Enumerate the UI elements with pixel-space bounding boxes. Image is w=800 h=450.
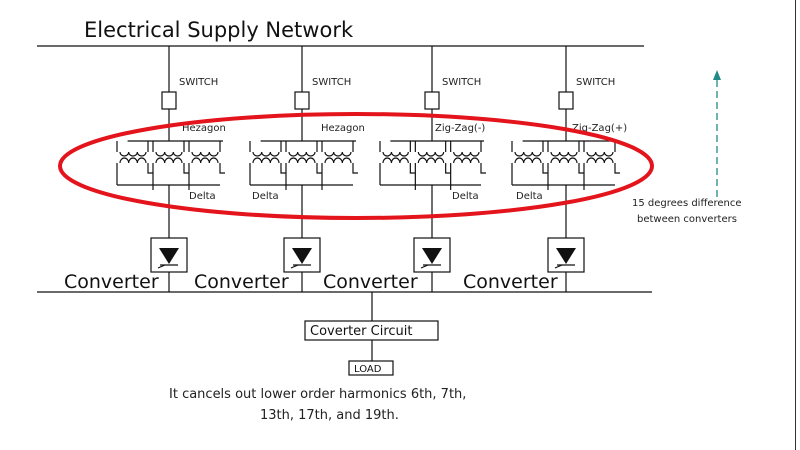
thyristor-gate [157, 264, 166, 269]
thyristor-gate [290, 264, 299, 269]
primary-coil [152, 141, 185, 157]
thyristor-gate [420, 264, 429, 269]
secondary-coil [188, 157, 225, 185]
secondary-winding-label: Delta [252, 191, 279, 202]
secondary-coil [414, 157, 451, 185]
caption-line-2: 13th, 17th, and 19th. [260, 408, 399, 423]
secondary-coil [285, 157, 322, 185]
secondary-winding-label: Delta [452, 191, 479, 202]
primary-coil [285, 141, 318, 157]
primary-coil [414, 141, 447, 157]
converter-label: Converter [64, 271, 159, 293]
secondary-coil [379, 157, 416, 185]
switch-box [294, 91, 310, 110]
switch-label: SWITCH [312, 77, 351, 88]
secondary-coil [116, 157, 153, 185]
primary-coil [188, 141, 221, 157]
converter-label: Converter [323, 271, 418, 293]
converter-circuit-label: Coverter Circuit [310, 324, 412, 339]
thyristor-icon [159, 248, 179, 264]
highlight-ellipse [58, 112, 654, 220]
primary-coil [379, 141, 411, 157]
converter-label: Converter [194, 271, 289, 293]
phase-note-line-2: between converters [637, 214, 737, 225]
thyristor-icon [292, 248, 312, 264]
secondary-coil [321, 157, 358, 185]
primary-winding-label: Zig-Zag(+) [572, 123, 627, 134]
thyristor-icon [556, 248, 576, 264]
thyristor-icon [422, 248, 442, 264]
primary-winding-label: Hezagon [321, 123, 365, 134]
secondary-coil [152, 157, 189, 185]
secondary-coil [511, 157, 548, 185]
load-label: LOAD [354, 364, 382, 375]
switch-label: SWITCH [179, 77, 218, 88]
switch-label: SWITCH [576, 77, 615, 88]
switch-box [161, 91, 177, 110]
secondary-winding-label: Delta [189, 191, 216, 202]
switch-box [558, 91, 574, 110]
secondary-winding-label: Delta [516, 191, 543, 202]
secondary-coil [249, 157, 286, 185]
primary-coil [321, 141, 354, 157]
load-box [348, 360, 394, 376]
secondary-coil [547, 157, 584, 185]
phase-note-line-1: 15 degrees difference [632, 198, 742, 209]
switch-box [424, 91, 440, 110]
secondary-coil [450, 157, 486, 185]
primary-coil [249, 141, 282, 157]
converter-label: Converter [463, 271, 558, 293]
secondary-coil [583, 157, 620, 185]
diagram-title: Electrical Supply Network [84, 18, 354, 42]
thyristor-gate [554, 264, 563, 269]
phase-arrow-head-icon [713, 70, 721, 80]
caption-line-1: It cancels out lower order harmonics 6th… [169, 387, 466, 402]
primary-winding-label: Zig-Zag(-) [435, 123, 485, 134]
primary-winding-label: Hezagon [182, 123, 226, 134]
primary-coil [583, 141, 616, 157]
primary-coil [511, 141, 544, 157]
primary-coil [547, 141, 580, 157]
switch-label: SWITCH [442, 77, 481, 88]
primary-coil [116, 141, 149, 157]
primary-coil [450, 141, 482, 157]
